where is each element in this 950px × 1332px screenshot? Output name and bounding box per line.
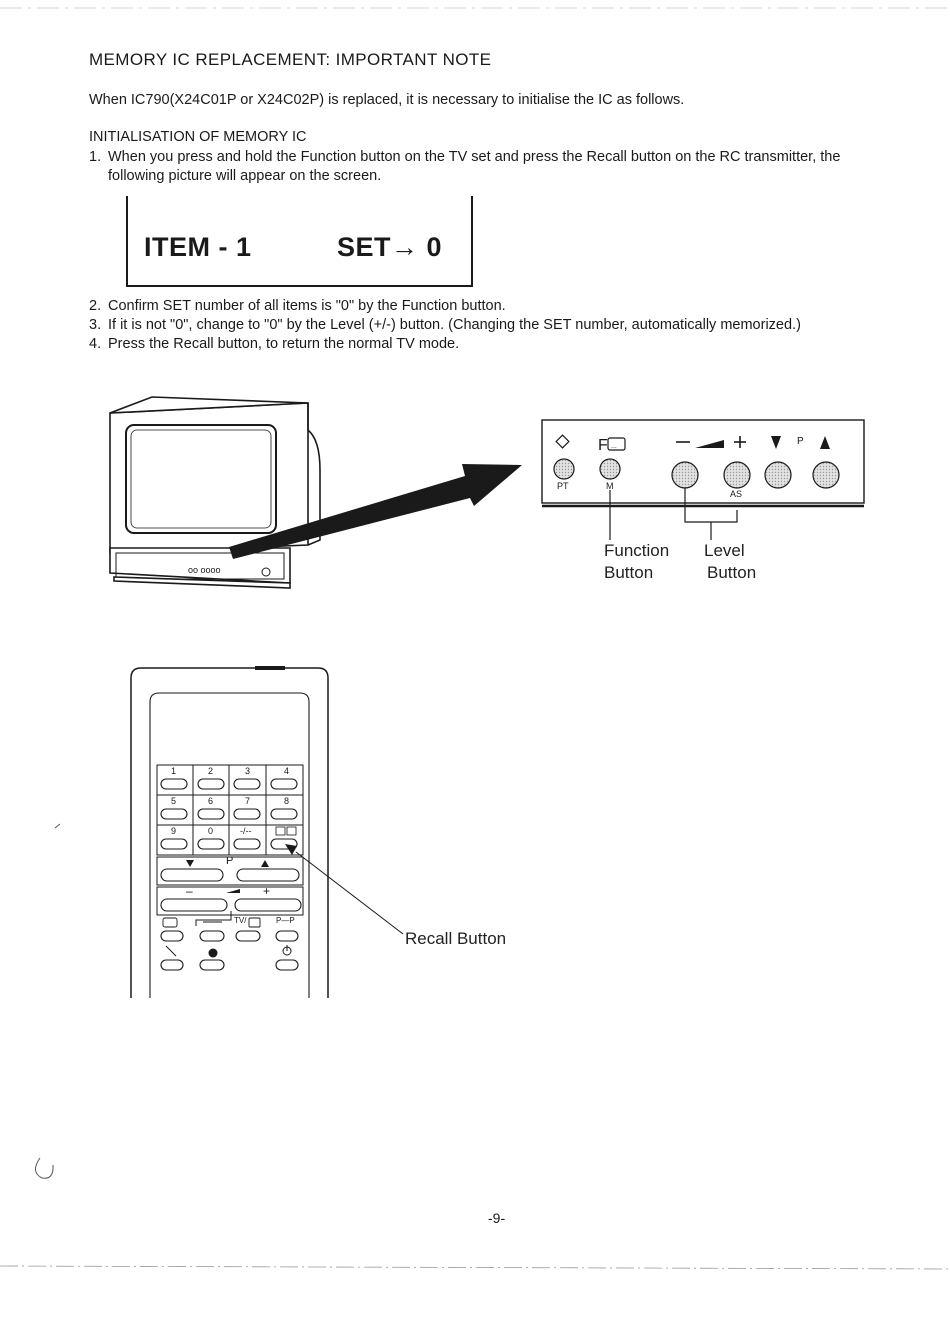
- step-number: 1.: [89, 149, 102, 165]
- diamond-icon: [555, 434, 570, 449]
- function-button-label: Function Button: [604, 540, 669, 584]
- remote-plus-label: +: [263, 884, 271, 898]
- step-text: Press the Recall button, to return the n…: [108, 336, 460, 352]
- svg-text:oo oooo: oo oooo: [188, 565, 221, 575]
- key-label-8: 8: [284, 796, 290, 806]
- key-label-5: 5: [171, 796, 177, 806]
- function-button: [599, 458, 621, 480]
- remote-control-illustration: [130, 666, 404, 998]
- screen-item-text: ITEM - 1: [144, 232, 252, 262]
- step-text: Confirm SET number of all items is "0" b…: [108, 298, 506, 314]
- svg-text:F: F: [598, 437, 608, 454]
- key-label-7: 7: [245, 796, 251, 806]
- tv-button-panel: F ...: [541, 419, 865, 540]
- down-triangle-icon: [771, 436, 781, 449]
- level-button-label: Level Button: [704, 540, 756, 584]
- step-number: 2.: [89, 298, 102, 314]
- key-label-3: 3: [245, 766, 251, 776]
- section-heading: INITIALISATION OF MEMORY IC: [89, 129, 307, 145]
- page-number: -9-: [488, 1210, 506, 1226]
- pt-button: [553, 458, 575, 480]
- pointer-arrow: [229, 464, 522, 559]
- step-number: 3.: [89, 317, 102, 333]
- m-label: M: [606, 481, 614, 491]
- function-label-line2: Button: [604, 563, 654, 582]
- key-label-1: 1: [171, 766, 177, 776]
- key-label-4: 4: [284, 766, 290, 776]
- scan-marks: [0, 7, 950, 1270]
- svg-text:...: ...: [611, 443, 617, 450]
- program-up-button: [812, 461, 840, 489]
- tv-set-illustration: oo oooo: [109, 396, 321, 589]
- level-minus-button: [671, 461, 699, 489]
- volume-wedge-icon: [695, 440, 724, 448]
- function-menu-icon: [607, 437, 626, 451]
- recall-key: [270, 838, 298, 850]
- key-label-digit-mode: -/--: [240, 826, 252, 836]
- screen-display-box: ITEM - 1 SET→ 0: [126, 196, 473, 287]
- function-label-line1: Function: [604, 541, 670, 560]
- step-text-line1: When you press and hold the Function but…: [108, 149, 841, 165]
- as-label: AS: [730, 489, 743, 499]
- key-label-9: 9: [171, 826, 177, 836]
- page-title: MEMORY IC REPLACEMENT: IMPORTANT NOTE: [89, 50, 492, 69]
- step-number: 4.: [89, 336, 102, 352]
- remote-minus-label: –: [186, 884, 193, 898]
- level-label-line1: Level: [704, 541, 745, 560]
- program-down-button: [764, 461, 792, 489]
- step-1: 1. When you press and hold the Function …: [89, 148, 919, 188]
- step-text-line2: following picture will appear on the scr…: [108, 168, 382, 184]
- remote-pp-label: P—P: [276, 916, 295, 925]
- pt-label: PT: [557, 481, 569, 491]
- remote-p-label: P: [226, 855, 234, 867]
- recall-button-label: Recall Button: [405, 929, 507, 948]
- up-triangle-icon: [820, 436, 830, 449]
- level-plus-button: [723, 461, 751, 489]
- step-3: 3. If it is not "0", change to "0" by th…: [89, 316, 919, 336]
- step-2: 2. Confirm SET number of all items is "0…: [89, 297, 919, 317]
- key-label-2: 2: [208, 766, 214, 776]
- key-label-0: 0: [208, 826, 214, 836]
- key-label-6: 6: [208, 796, 214, 806]
- screen-set-text: SET→ 0: [337, 232, 443, 262]
- step-text: If it is not "0", change to "0" by the L…: [108, 317, 801, 333]
- p-label: P: [797, 436, 804, 447]
- remote-tv-label: TV/: [234, 916, 247, 925]
- step-4: 4. Press the Recall button, to return th…: [89, 335, 919, 355]
- level-label-line2: Button: [707, 563, 757, 582]
- intro-paragraph: When IC790(X24C01P or X24C02P) is replac…: [89, 92, 685, 108]
